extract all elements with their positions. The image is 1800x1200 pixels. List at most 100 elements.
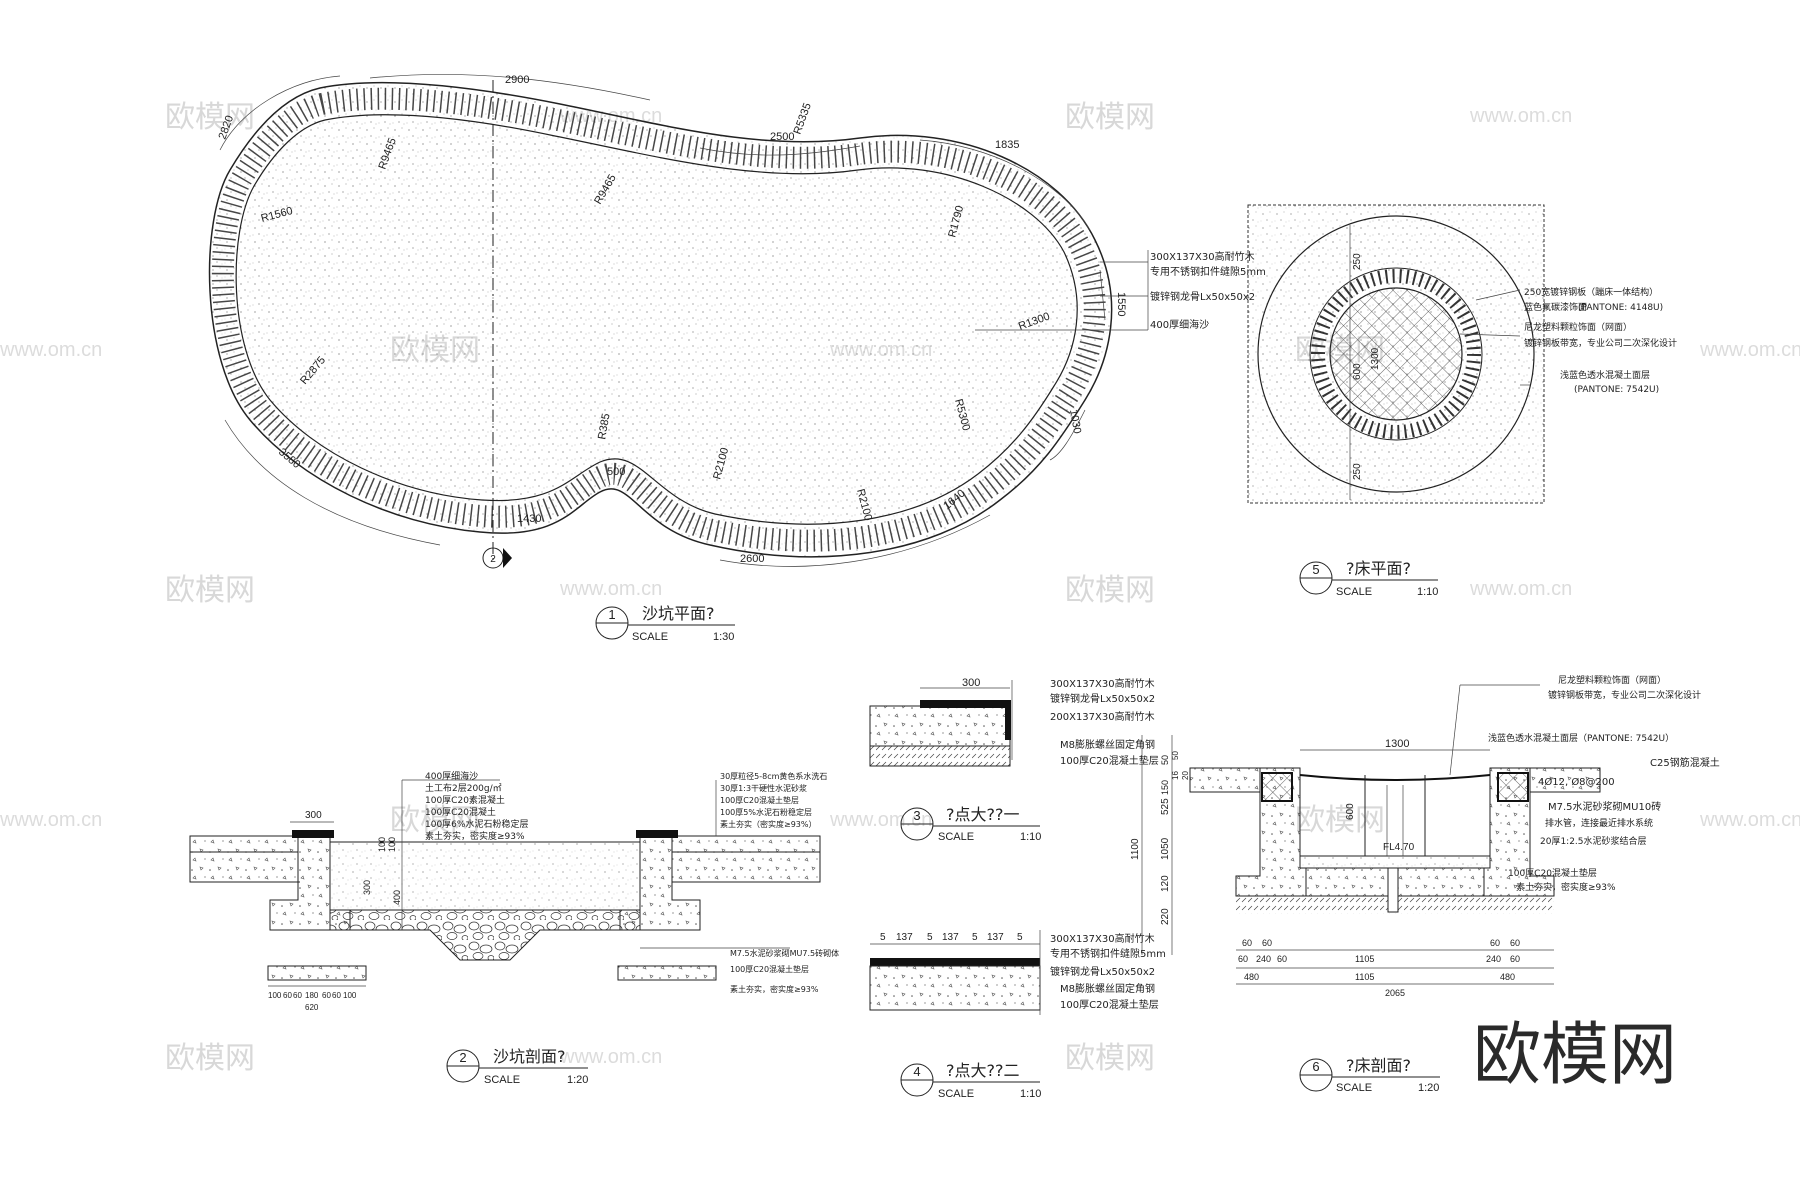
note-text: 专用不锈钢扣件缝隙5mm [1050, 947, 1166, 960]
dim-label: 60 [1490, 938, 1500, 948]
detail-3: 300 300X137X30高耐竹木 镀锌钢龙骨Lx50x50x2 200X13… [869, 677, 1159, 843]
note-text: 专用不锈钢扣件缝隙5mm [1150, 265, 1266, 278]
note-text: 尼龙塑料颗粒饰面（网面） [1558, 674, 1666, 686]
title-block: 3 ?点大??一 SCALE 1:10 [900, 805, 1041, 843]
steel-frame-outer [1309, 267, 1483, 441]
note-text: (PANTONE: 4148U) [1578, 303, 1663, 313]
drawing-number: 6 [1312, 1059, 1319, 1074]
dim-label: 60 [1238, 954, 1248, 964]
dim-label: 300 [362, 880, 372, 895]
note-text: 蓝色氟碳漆饰面 [1524, 301, 1587, 313]
dim-label: 1100 [1130, 838, 1141, 860]
title-block: 2 沙坑剖面? SCALE 1:20 [446, 1047, 588, 1086]
scale-value: 1:10 [1020, 831, 1041, 843]
dim-label: 600 [1352, 363, 1363, 380]
note-text: 300X137X30高耐竹木 [1050, 932, 1155, 945]
scale-value: 1:30 [713, 631, 734, 643]
timber-cap [636, 830, 678, 838]
dim-label: 525 [1160, 798, 1171, 815]
paving-left [1189, 767, 1261, 793]
dim-label: 240 [1486, 954, 1501, 964]
scale-label: SCALE [938, 831, 974, 843]
timber-board [920, 700, 1010, 708]
note-text: 镀锌钢板带宽，专业公司二次深化设计 [1524, 337, 1677, 349]
scale-value: 1:10 [1020, 1088, 1041, 1100]
dim-label: 300 [962, 677, 980, 689]
note-text: 100厚C20混凝土垫层 [1508, 867, 1597, 879]
timber-fascia [1005, 700, 1011, 740]
watermark-url: www.om.cn [0, 809, 102, 831]
footing-pad [267, 965, 367, 981]
dim-label: 5 [972, 932, 978, 943]
dim-label: 1835 [995, 139, 1019, 151]
dim-label: 1300 [1385, 738, 1409, 750]
scale-value: 1:10 [1417, 586, 1438, 598]
dim-arc [719, 514, 991, 567]
trampoline-mat [1329, 287, 1463, 421]
watermark-logo: 欧模网 [1295, 803, 1385, 838]
note-text: 素土夯实，密实度≥93% [425, 830, 525, 842]
rc-ring-beam [1497, 772, 1529, 802]
timber-cap [292, 830, 334, 838]
dim-label: 137 [896, 932, 913, 943]
title-block: 5 ?床平面? SCALE 1:10 [1299, 559, 1438, 598]
dim-arc [369, 74, 651, 101]
scale-label: SCALE [1336, 1082, 1372, 1094]
watermark-logo: 欧模网 [1065, 100, 1155, 135]
watermark-url: www.om.cn [1469, 105, 1572, 127]
note-text: 4Ø12, Ø8@200 [1538, 776, 1615, 788]
note-text: 排水管，连接最近排水系统 [1545, 817, 1653, 829]
note-text: 20厚1:2.5水泥砂浆结合层 [1540, 835, 1647, 847]
dim-label: 600 [1345, 803, 1356, 820]
dim-label: 60 [283, 991, 292, 1000]
leader-line [1449, 684, 1461, 776]
title-block: 4 ?点大??二 SCALE 1:10 [900, 1061, 1041, 1100]
dim-label: 1050 [1160, 837, 1171, 860]
sandpit-plan: 2900 2820 R5335 2500 1835 R9465 R9465 R1… [208, 74, 1266, 643]
note-text: M8膨胀螺丝固定角钢 [1060, 738, 1155, 751]
radius-label: R385 [596, 413, 612, 441]
soil [869, 745, 1011, 767]
detail-4: 5 137 5 137 5 137 5 300X137X30高耐竹木 专用不锈钢… [869, 930, 1166, 1100]
dim-label: 180 [305, 991, 319, 1000]
dim-label: 1550 [1115, 292, 1127, 316]
paving-right [1529, 767, 1601, 793]
scale-label: SCALE [938, 1088, 974, 1100]
concrete-base [869, 705, 1011, 747]
note-text: 100厚C20混凝土垫层 [720, 795, 799, 805]
dim-label: 100 [268, 991, 282, 1000]
dim-label: 300 [305, 810, 322, 821]
trampoline-mat [1299, 774, 1491, 781]
dim-label: 480 [1244, 972, 1259, 982]
dim-label: 60 [1510, 954, 1520, 964]
note-text: M8膨胀螺丝固定角钢 [1060, 982, 1155, 995]
note-text: 素土夯实（密实度≥93%） [720, 819, 816, 829]
pit-floor [1299, 855, 1491, 869]
trampoline-section: 1100 1050 525 120 220 50 150 16 20 50 60… [1130, 674, 1720, 1094]
watermark-url: www.om.cn [1469, 578, 1572, 600]
note-text: 300X137X30高耐竹木 [1050, 677, 1155, 690]
note-text: 100厚C20混凝土垫层 [730, 964, 809, 974]
dim-label: 100 [377, 837, 387, 852]
note-text: 尼龙塑料颗粒饰面（网面） [1524, 321, 1632, 333]
drawing-number: 1 [608, 607, 615, 622]
dim-label: 137 [942, 932, 959, 943]
dim-arc [219, 75, 341, 151]
dim-label: 5 [880, 932, 886, 943]
title-block: 1 沙坑平面? SCALE 1:30 [595, 604, 735, 643]
note-text: 镀锌钢龙骨Lx50x50x2 [1050, 965, 1155, 978]
dim-label: 137 [987, 932, 1004, 943]
note-text: 100厚C20混凝土 [425, 806, 496, 818]
drawing-title: 沙坑剖面? [493, 1047, 566, 1066]
section-mark-label: 2 [490, 554, 496, 565]
dim-label: 60 [332, 991, 341, 1000]
watermark-url: www.om.cn [559, 578, 662, 600]
dim-label: 2900 [505, 74, 529, 86]
note-text: 30厚粒径5-8cm黄色系水洗石 [720, 771, 827, 781]
dim-label: 60 [1277, 954, 1287, 964]
note-text: 土工布2层200g/㎡ [425, 782, 502, 794]
note-text: 250宽镀锌钢板（蹦床一体结构） [1524, 286, 1658, 298]
sandpit-timber-ring [211, 87, 1106, 552]
leader-line [1475, 289, 1521, 301]
